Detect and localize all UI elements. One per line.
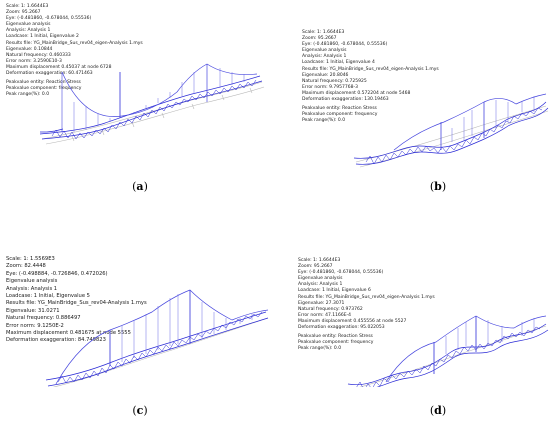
info-line: Error norm: 9.1250E-2 [6,322,64,329]
info-line: Analysis: Analysis 1 [6,285,58,292]
deformed-mesh [45,289,269,387]
figure-panel-d: Scale: 1: 1.6644E3 Zoom: 95.2667 Eye: (-… [276,212,549,387]
info-line: Zoom: 95.2667 [298,264,333,270]
info-line: Deformation exaggeration: 84.749823 [6,337,106,344]
info-line: Maximum displacement 0.572204 at node 54… [302,90,411,96]
info-line: Eye: (-0.498884, -0.726846, 0.472026) [6,270,108,277]
caption-letter: b [434,180,442,193]
analysis-info-a: Scale: 1: 1.6644E3 Zoom: 95.2667 Eye: (-… [6,4,143,98]
info-line: Loadcase: 1 Initial, Eigenvalue 6 [298,288,371,294]
info-line: Peakvalue entity: Reaction Stress [6,80,81,86]
info-line: Eye: (-0.481860, -0.678044, 0.55536) [298,270,384,276]
info-line: Eigenvalue: 31.0271 [6,307,60,314]
info-line: Scale: 1: 1.6644E3 [302,30,345,35]
info-line: Loadcase: 1 Initial, Eigenvalue 4 [302,60,375,66]
info-line: Loadcase: 1 Initial, Eigenvalue 5 [6,293,90,300]
info-line: Peakvalue entity: Reaction Stress [302,106,377,112]
info-line: Results file: YG_MainBridge_Sus_rev04_ei… [6,40,143,46]
panel-caption-a: (a) [132,180,148,193]
deformed-mesh [347,315,549,387]
info-line: Natural frequency: 0.725925 [302,78,367,84]
caption-letter: d [434,404,442,417]
undeformed-mesh [41,81,265,145]
info-line: Scale: 1: 1.5569E3 [6,256,55,262]
info-line: Loadcase: 1 Initial, Eigenvalue 2 [6,34,79,40]
analysis-info-c: Scale: 1: 1.5569E3 Zoom: 82.4448 Eye: (-… [6,256,147,345]
panel-caption-b: (b) [429,180,447,193]
info-line: Peakvalue component: frequency [298,340,374,346]
info-line: Analysis: Analysis 1 [298,282,343,288]
info-line: Results file: YG_MainBridge_Sus_rev04-An… [6,300,147,307]
figure-panel-c: Scale: 1: 1.5569E3 Zoom: 82.4448 Eye: (-… [2,212,275,387]
deformed-mesh [353,93,549,165]
info-line: Results file: YG_MainBridge_Sus_rev04_ei… [302,66,439,72]
bridge-mode-shape-c [45,289,269,387]
info-line: Eigenvalue: 0.10844 [6,46,53,52]
info-line: Peak range(%): 0.0 [298,346,342,352]
info-line: Peakvalue component: frequency [302,112,378,118]
figure-panel-b: Scale: 1: 1.6644E3 Zoom: 95.2667 Eye: (-… [276,2,549,177]
info-line: Natural frequency: 0.973762 [298,306,363,312]
info-line: Eye: (-0.481860, -0.678044, 0.55536) [302,42,388,48]
bridge-mode-shape-d [347,315,549,387]
info-line: Peakvalue entity: Reaction Stress [298,334,373,340]
caption-letter: c [136,404,144,417]
analysis-info-d: Scale: 1: 1.6644E3 Zoom: 95.2667 Eye: (-… [298,258,435,352]
info-line: Eye: (-0.481860, -0.678044, 0.55536) [6,16,92,22]
info-line: Peakvalue component: frequency [6,86,82,92]
info-line: Eigenvalue analysis [298,276,343,282]
info-line: Maximum displacement 0.45037 at node 672… [6,64,112,70]
info-line: Deformation exaggeration: 130.19463 [302,97,389,103]
info-line: Eigenvalue analysis [6,278,58,285]
info-line: Maximum displacement 0.455556 at node 55… [298,318,407,324]
bridge-mode-shape-b [353,93,549,168]
analysis-info-b: Scale: 1: 1.6644E3 Zoom: 95.2667 Eye: (-… [302,30,439,124]
info-line: Zoom: 95.2667 [302,36,337,42]
info-line: Analysis: Analysis 1 [302,54,347,60]
info-line: Zoom: 82.4448 [6,263,46,270]
info-line: Eigenvalue: 27.3071 [298,300,345,306]
info-line: Error norm: 3.2590E10-3 [6,58,62,64]
info-line: Eigenvalue analysis [302,48,347,54]
info-line: Results file: YG_MainBridge_Sus_rev04_ei… [298,294,435,300]
info-line: Peak range(%): 0.0 [302,118,346,124]
deformed-mesh [39,63,263,140]
info-line: Peak range(%): 0.0 [6,92,50,98]
info-line: Deformation exaggeration: 60.471463 [6,71,93,77]
info-line: Scale: 1: 1.6644E3 [298,258,341,263]
info-line: Eigenvalue analysis [6,22,51,28]
info-line: Deformation exaggeration: 95.022053 [298,325,385,331]
panel-caption-c: (c) [132,404,148,417]
bridge-mode-shape-a [39,63,265,145]
info-line: Error norm: 47.1166E-4 [298,312,352,318]
undeformed-mesh [52,317,269,387]
info-line: Error norm: 9.7957768-3 [302,84,358,90]
info-line: Zoom: 95.2667 [6,10,41,16]
info-line: Maximum displacement 0.481675 at node 55… [6,330,131,337]
figure-panel-a: Scale: 1: 1.6644E3 Zoom: 95.2667 Eye: (-… [2,2,275,177]
caption-letter: a [136,180,144,193]
info-line: Eigenvalue: 20.8046 [302,72,349,78]
info-line: Scale: 1: 1.6644E3 [6,4,49,9]
info-line: Natural frequency: 0.460333 [6,52,71,58]
info-line: Natural frequency: 0.886497 [6,315,81,322]
info-line: Analysis: Analysis 1 [6,28,51,34]
panel-caption-d: (d) [429,404,447,417]
